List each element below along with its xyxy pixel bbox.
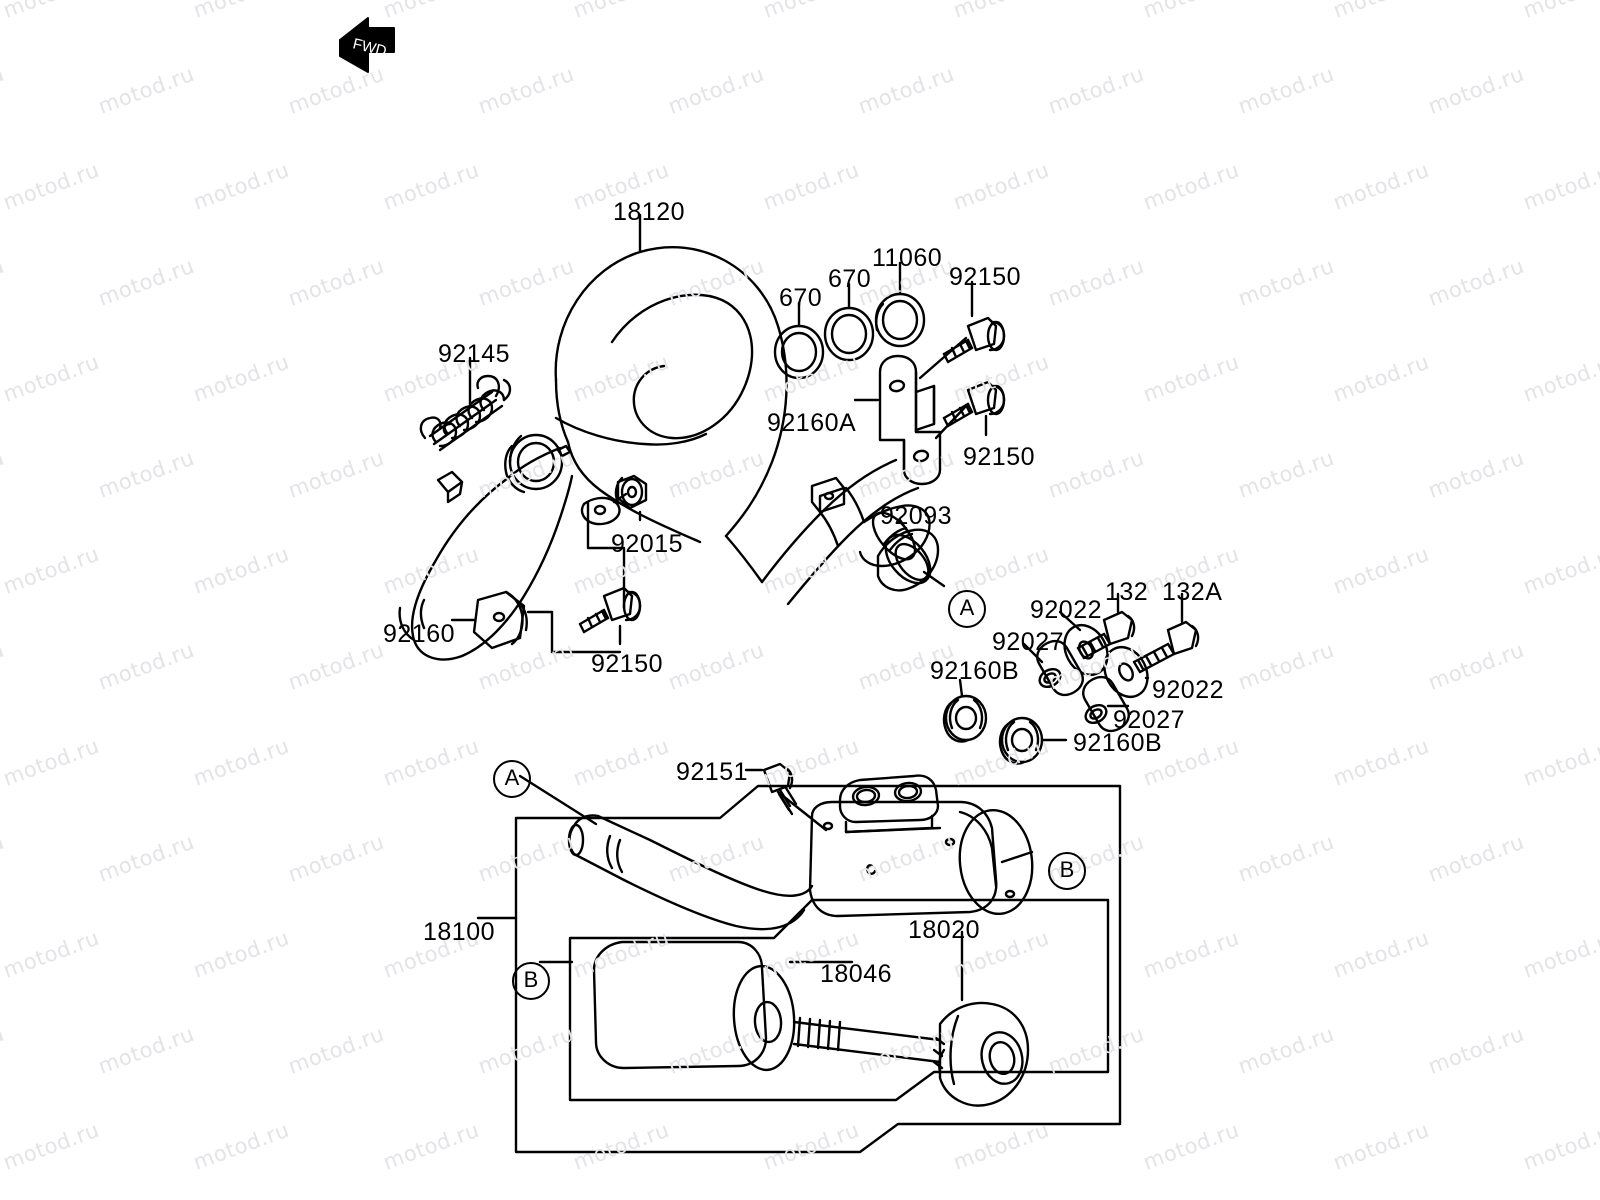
part-number-label-92151: 92151 [676,758,749,786]
part-number-label-92015: 92015 [611,530,684,558]
leader-18020-to-B [1000,850,1034,864]
part-number-label-18100: 18100 [423,918,496,946]
collar-92027-lower [1082,675,1130,733]
grommet-92160B-left [942,694,988,743]
damper-92160 [472,590,528,650]
bolt-132 [1076,610,1136,660]
part-number-label-18020: 18020 [908,916,981,944]
part-number-label-670: 670 [779,284,823,312]
packing-insert-18046 [592,940,1030,1107]
pipe-lug-upper [580,492,628,526]
part-number-label-92160b: 92160B [930,657,1020,685]
part-number-label-670: 670 [828,265,872,293]
leader-92027-upper [1022,642,1044,664]
part-number-label-92160: 92160 [383,620,456,648]
part-number-label-11060: 11060 [872,244,943,272]
part-number-label-92150: 92150 [949,263,1022,291]
damper-bracket-92160A [878,354,942,486]
leader-92151-target [776,790,828,832]
muffler-body-18020 [808,774,1034,918]
part-number-label-18046: 18046 [820,960,893,988]
bolt-92151 [762,762,798,816]
spring-92145 [419,374,512,452]
part-number-label-92022: 92022 [1030,596,1103,624]
part-number-label-92160a: 92160A [767,409,857,437]
outline-18100 [514,784,1122,1154]
leader-bracket-bolt-upper [918,336,968,380]
part-number-label-92027: 92027 [992,628,1065,656]
leader-bracket-bolt-lower [934,402,970,440]
connector-damper-bracket [586,500,626,610]
part-number-label-92160b: 92160B [1073,729,1163,757]
reference-mark-a: A [948,590,986,628]
reference-mark-b: B [512,962,550,1000]
part-number-label-92150: 92150 [963,443,1036,471]
gasket-11060 [874,292,926,348]
leader-92093-to-A [922,570,946,588]
leader-A-bottom [518,774,598,826]
bolt-132A [1132,620,1200,674]
leader-92022-upper [1058,610,1082,632]
part-number-label-92150: 92150 [591,650,664,678]
part-number-label-92027: 92027 [1113,706,1186,734]
reference-mark-b: B [1048,852,1086,890]
connector-damper-bracket-2 [526,610,622,654]
fwd-arrow-icon: FWD [339,17,395,73]
washer-92022-lower [1103,645,1149,699]
part-number-label-92145: 92145 [438,340,511,368]
part-number-label-132: 132 [1105,578,1149,606]
part-number-label-92093: 92093 [880,502,953,530]
expansion-chamber-18120 [398,246,788,661]
part-number-label-18120: 18120 [613,198,686,226]
muffler-inlet-pipe [567,814,814,931]
reference-mark-a: A [493,760,531,798]
leader-92093 [898,518,914,540]
part-number-label-132a: 132A [1162,578,1223,606]
leader-92160B-left [958,678,964,698]
part-number-label-92022: 92022 [1152,676,1225,704]
bolt-92150-bottom [578,586,642,634]
